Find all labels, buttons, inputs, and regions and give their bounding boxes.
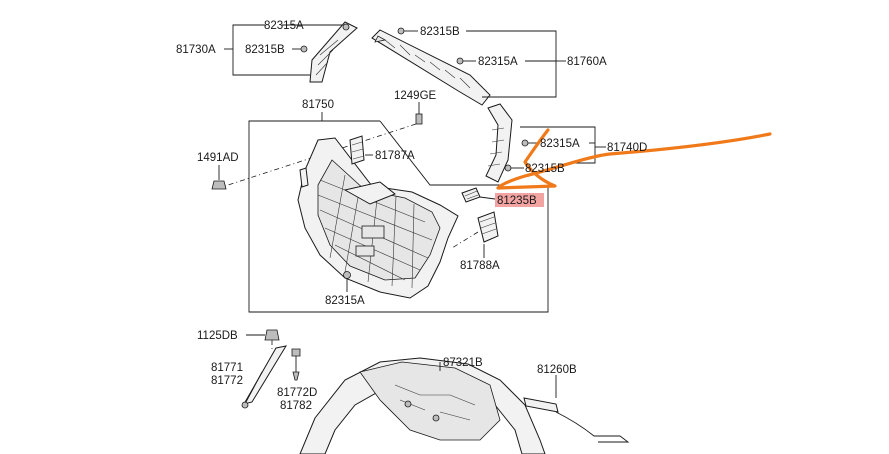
label-82315A-mid: 82315A bbox=[478, 56, 518, 68]
bracket-81730A bbox=[224, 24, 345, 76]
pillar-trim-left-part bbox=[300, 21, 358, 83]
label-81750: 81750 bbox=[302, 99, 334, 111]
label-82315B-top: 82315B bbox=[420, 26, 460, 38]
label-81787A: 81787A bbox=[375, 150, 415, 162]
label-81771: 81771 bbox=[211, 362, 243, 374]
fastener-82315A-bottom-part bbox=[343, 271, 351, 292]
label-82315A-right: 82315A bbox=[540, 138, 580, 150]
label-81772: 81772 bbox=[211, 375, 243, 387]
label-81760A: 81760A bbox=[567, 56, 607, 68]
label-81260B: 81260B bbox=[537, 364, 577, 376]
orange-annotation-stroke bbox=[496, 128, 772, 190]
label-1491AD: 1491AD bbox=[197, 152, 239, 164]
label-87321B: 87321B bbox=[443, 357, 483, 369]
label-81788A: 81788A bbox=[460, 260, 500, 272]
label-81772D: 81772D bbox=[277, 387, 317, 399]
tailgate-trim-panel-part bbox=[297, 137, 459, 299]
label-82315B-right: 82315B bbox=[525, 163, 565, 175]
bracket-81760A bbox=[404, 30, 566, 98]
label-81782: 81782 bbox=[280, 400, 312, 412]
highlight-81235B bbox=[495, 193, 544, 207]
label-82315A-bottom: 82315A bbox=[325, 295, 365, 307]
part-81235B bbox=[461, 187, 496, 203]
clip-1491AD-part bbox=[211, 165, 227, 190]
release-cable-81260B-part bbox=[523, 375, 630, 443]
label-82315B-left: 82315B bbox=[245, 44, 285, 56]
grip-81788A-part bbox=[451, 211, 499, 258]
label-82315A-top: 82315A bbox=[264, 20, 304, 32]
handle-81787A-part bbox=[349, 135, 373, 165]
label-1249GE: 1249GE bbox=[394, 90, 437, 102]
label-81235B: 81235B bbox=[497, 195, 537, 207]
tailgate-frame-87321B-part bbox=[299, 357, 546, 454]
label-1125DB: 1125DB bbox=[197, 330, 238, 342]
label-81740D: 81740D bbox=[607, 142, 647, 154]
pillar-trim-right-part bbox=[485, 103, 529, 183]
gas-strut-part bbox=[241, 329, 301, 409]
label-81730A: 81730A bbox=[176, 44, 216, 56]
